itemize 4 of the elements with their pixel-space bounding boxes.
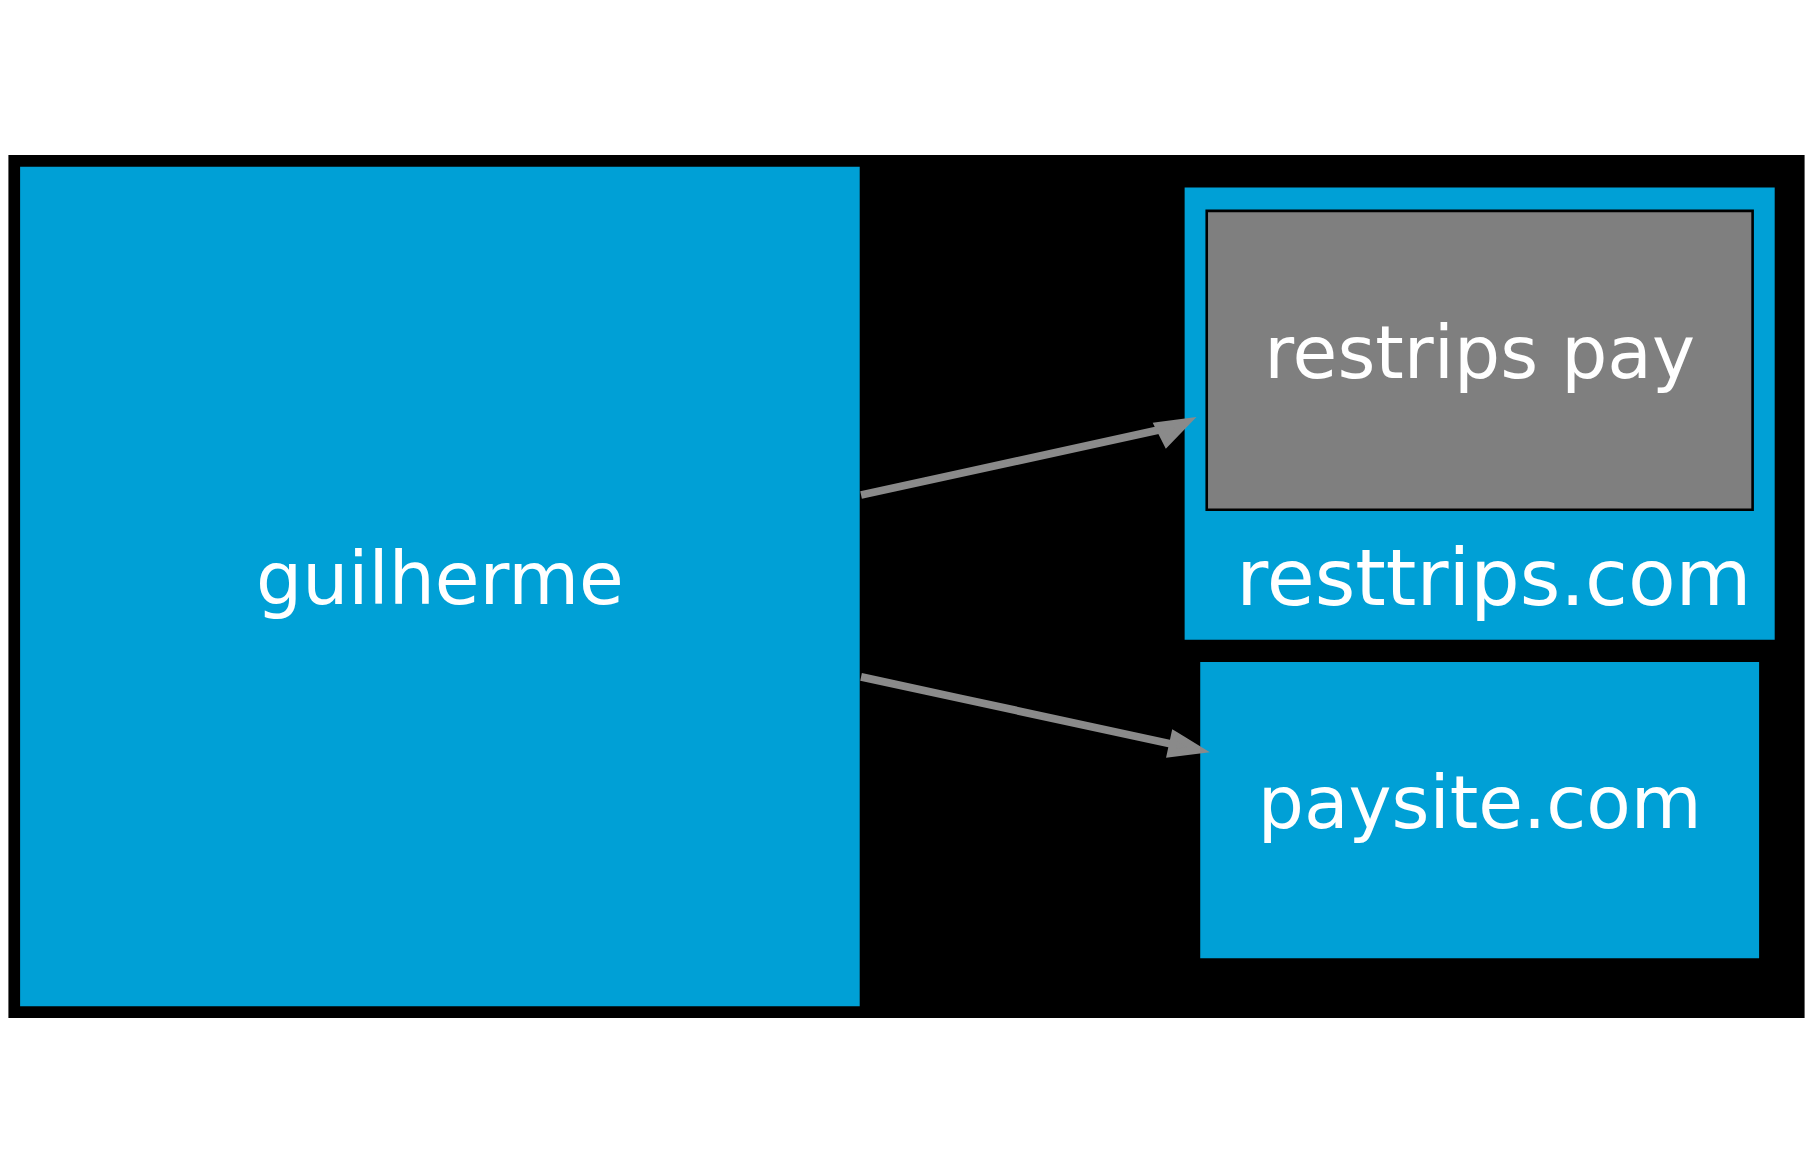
node-box: guilherme [17, 163, 863, 1009]
arrow [860, 416, 1197, 499]
arrow [860, 672, 1210, 758]
node-box: restrips pay [1205, 209, 1754, 511]
